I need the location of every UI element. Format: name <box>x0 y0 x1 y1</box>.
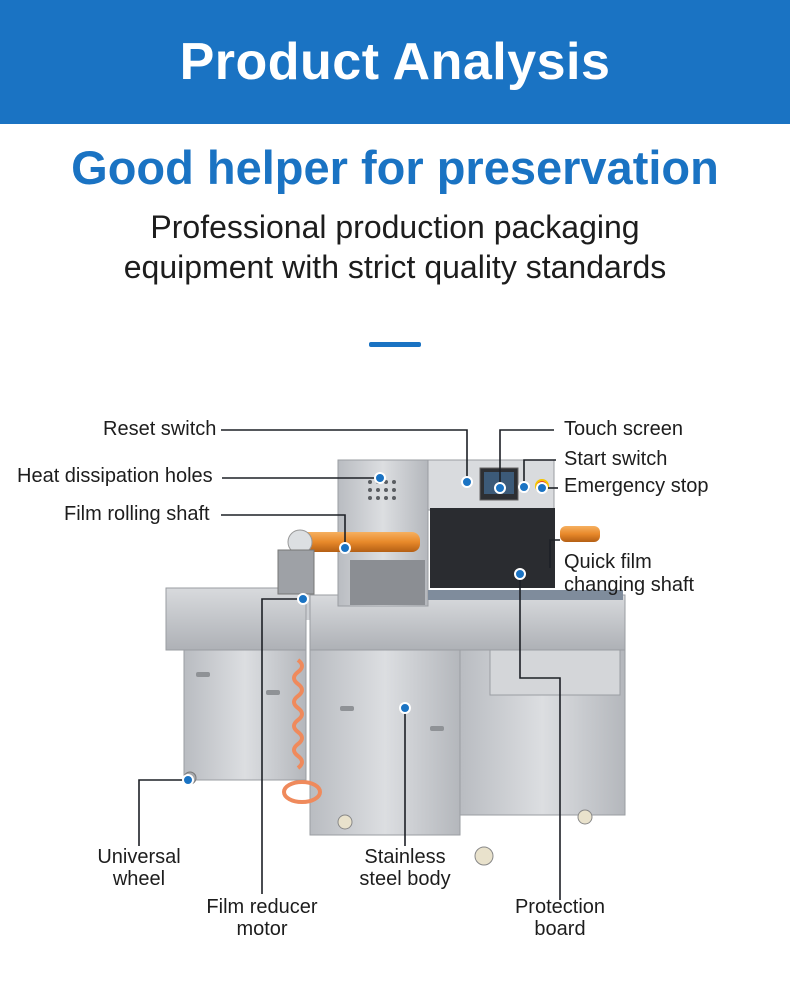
label-protection-2: board <box>534 918 586 940</box>
callout-lines <box>138 429 561 900</box>
label-universal-2: wheel <box>112 868 166 890</box>
label-stainless-1: Stainless <box>364 846 446 868</box>
header-banner: Product Analysis <box>0 0 790 124</box>
label-quick-film-1: Quick film <box>564 551 652 573</box>
label-protection-1: Protection <box>514 896 606 918</box>
label-universal-1: Universal <box>97 846 181 868</box>
label-emergency-stop: Emergency stop <box>564 475 709 497</box>
label-quick-film-2: changing shaft <box>564 574 695 596</box>
sealing-unit <box>277 459 623 607</box>
label-start-switch: Start switch <box>564 448 668 470</box>
label-film-reducer-2: motor <box>236 918 288 940</box>
label-reset-switch: Reset switch <box>103 418 217 440</box>
label-touch-screen: Touch screen <box>564 418 683 440</box>
machine-diagram <box>138 429 626 900</box>
label-heat-dissipation-holes: Heat dissipation holes <box>17 465 213 487</box>
label-film-rolling-shaft: Film rolling shaft <box>64 503 210 525</box>
banner-title: Product Analysis <box>179 33 611 91</box>
subtitle: Professional production packaging equipm… <box>123 209 667 285</box>
headline: Good helper for preservation <box>71 141 719 194</box>
machine-body <box>165 587 626 866</box>
accent-divider <box>369 342 421 347</box>
label-film-reducer-1: Film reducer <box>206 896 318 918</box>
callout-dots <box>182 472 548 786</box>
label-stainless-2: steel body <box>359 868 451 890</box>
